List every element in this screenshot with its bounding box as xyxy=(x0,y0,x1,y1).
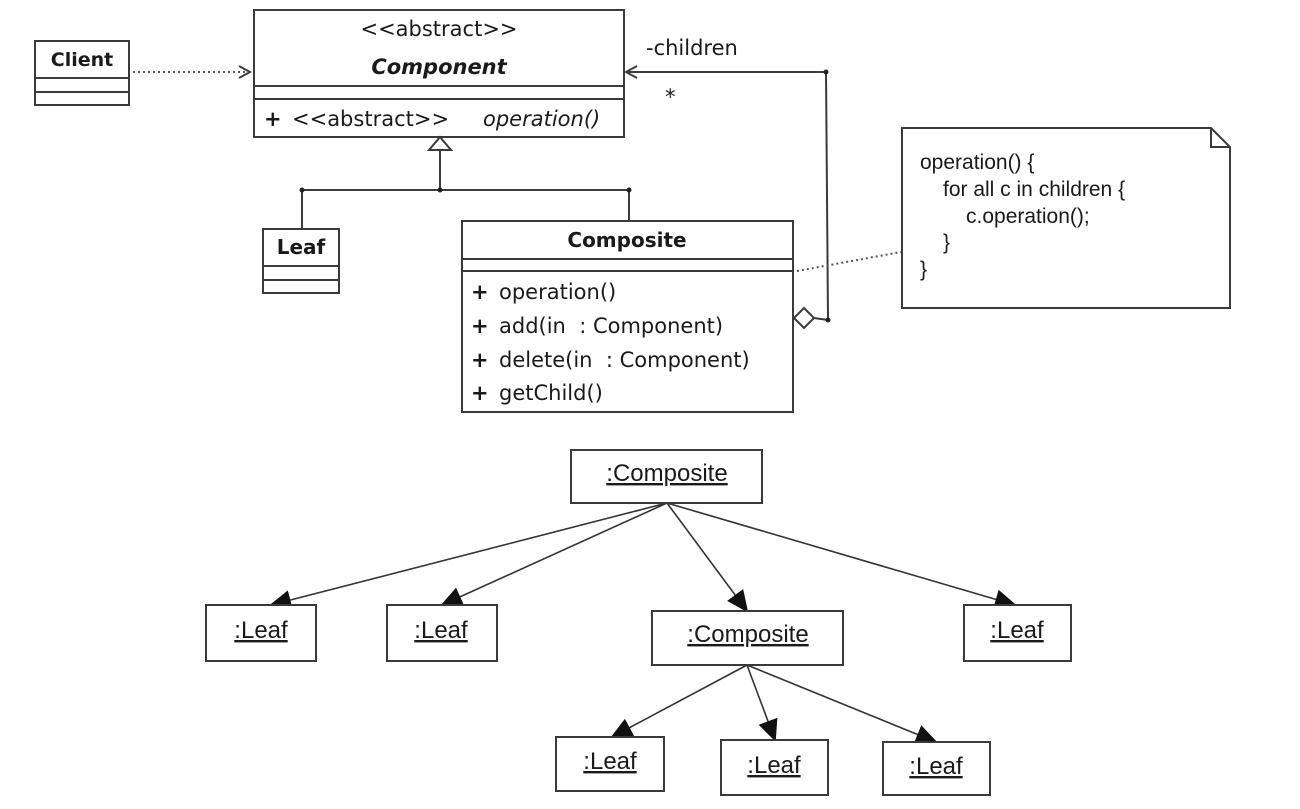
client-class: Client xyxy=(34,40,130,106)
object-links xyxy=(269,502,1017,744)
level1-object-1: :Leaf xyxy=(205,604,317,662)
children-multiplicity: * xyxy=(665,85,676,109)
children-aggregation: -children * xyxy=(626,36,831,330)
composite-op-3: delete(in : Component) xyxy=(499,348,750,372)
level1-label-3: :Composite xyxy=(687,621,808,648)
leaf-class: Leaf xyxy=(262,228,340,294)
level2-label-1: :Leaf xyxy=(583,748,637,775)
composite-op-4: getChild() xyxy=(499,381,603,405)
level2-object-3: :Leaf xyxy=(882,741,991,796)
component-class: <<abstract>> Component + <<abstract>> op… xyxy=(253,9,625,138)
root-composite-label: :Composite xyxy=(606,460,727,487)
level2-object-2: :Leaf xyxy=(720,739,829,796)
level2-object-1: :Leaf xyxy=(555,736,665,792)
note-line-2: for all c in children { xyxy=(943,178,1125,201)
composite-class-name: Composite xyxy=(567,228,686,252)
level1-label-2: :Leaf xyxy=(414,617,468,644)
level2-label-2: :Leaf xyxy=(747,752,801,779)
composite-op-4-visibility: + xyxy=(471,381,489,405)
component-op-visibility: + xyxy=(264,107,282,131)
level1-object-3: :Composite xyxy=(651,610,844,666)
note-line-3: c.operation(); xyxy=(966,205,1090,228)
component-op-stereotype: <<abstract>> xyxy=(292,107,449,131)
leaf-class-name: Leaf xyxy=(277,235,326,259)
operation-note: operation() { for all c in children { c.… xyxy=(901,127,1231,309)
component-stereotype: <<abstract>> xyxy=(360,17,517,41)
composite-op-2: add(in : Component) xyxy=(499,314,723,338)
note-anchor-line xyxy=(796,251,902,272)
level1-label-4: :Leaf xyxy=(990,617,1044,644)
composite-class: Composite + operation() + add(in : Compo… xyxy=(461,220,794,413)
note-line-4: } xyxy=(943,231,950,254)
note-line-1: operation() { xyxy=(920,151,1034,174)
level1-object-2: :Leaf xyxy=(386,604,498,662)
composite-op-2-visibility: + xyxy=(471,314,489,338)
composite-op-1-visibility: + xyxy=(471,280,489,304)
level1-label-1: :Leaf xyxy=(234,617,288,644)
component-class-name: Component xyxy=(371,55,507,79)
component-op-name: operation() xyxy=(483,107,600,131)
note-line-5: } xyxy=(920,258,927,281)
generalization xyxy=(299,135,632,229)
composite-op-3-visibility: + xyxy=(471,348,489,372)
children-role-label: -children xyxy=(646,36,738,60)
client-class-name: Client xyxy=(51,49,113,71)
root-composite-object: :Composite xyxy=(570,449,763,504)
level1-object-4: :Leaf xyxy=(963,604,1072,662)
level2-label-3: :Leaf xyxy=(909,753,963,780)
composite-op-1: operation() xyxy=(499,280,616,304)
